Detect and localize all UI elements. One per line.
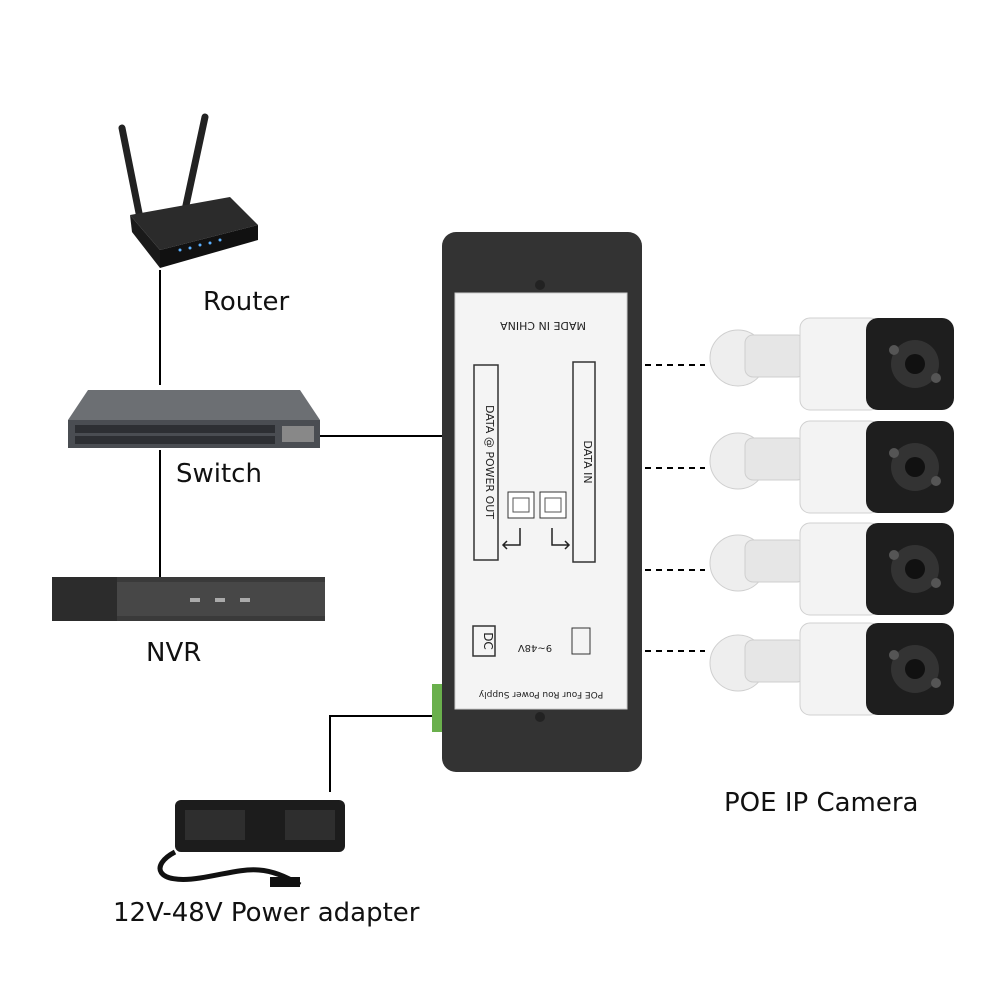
ethernet-port-in — [539, 491, 567, 519]
poe-ip-camera-4 — [709, 622, 955, 716]
made-in-label: MADE IN CHINA — [500, 319, 586, 332]
connections — [159, 270, 705, 792]
router-icon — [118, 113, 258, 268]
arrow-in-icon — [551, 528, 571, 550]
product-label: POE Four Rou Power Supply — [478, 689, 603, 699]
dc-label: DC — [481, 632, 495, 650]
screw-top — [535, 280, 545, 290]
poe-ip-camera-label: POE IP Camera — [724, 788, 919, 818]
poe-ip-camera-2 — [709, 420, 955, 514]
poe-ip-camera-3 — [709, 522, 955, 616]
screw-bottom — [535, 712, 545, 722]
router-label: Router — [203, 287, 290, 317]
dc-frame — [472, 625, 496, 657]
nvr-label: NVR — [146, 638, 202, 668]
right-port-frame — [572, 361, 596, 563]
adapter-injector-link — [329, 715, 432, 792]
power-adapter-label: 12V-48V Power adapter — [113, 898, 420, 928]
nvr-icon — [52, 577, 325, 621]
poe-ip-camera-1 — [709, 317, 954, 411]
switch-label: Switch — [176, 459, 262, 489]
power-adapter-icon — [157, 800, 345, 888]
camera-links — [645, 364, 705, 652]
switch-icon — [68, 390, 320, 448]
voltage-label: 9~48V — [518, 642, 552, 653]
poe-injector: MADE IN CHINA DATA @ POWER OUT DATA IN D… — [432, 232, 642, 772]
polarity-box — [571, 627, 591, 655]
left-port-frame — [473, 364, 499, 561]
arrow-out-icon — [501, 528, 521, 550]
ethernet-port-out — [507, 491, 535, 519]
left-port-label: DATA @ POWER OUT — [483, 405, 496, 519]
right-port-label: DATA IN — [581, 440, 594, 483]
